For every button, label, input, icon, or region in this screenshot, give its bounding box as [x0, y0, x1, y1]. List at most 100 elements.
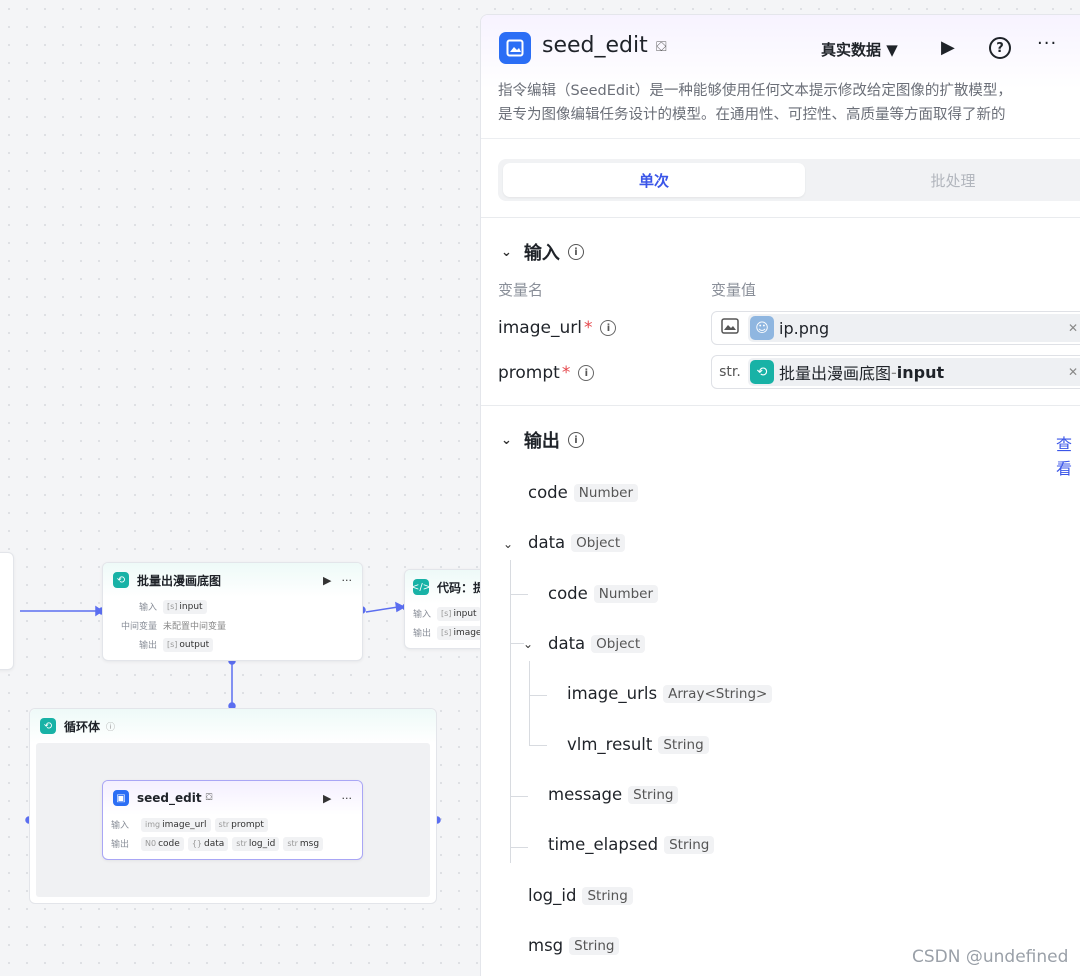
view-output-link[interactable]: 查看	[1056, 435, 1073, 478]
node-title: seed_edit	[137, 791, 202, 805]
type-tag: String	[582, 886, 633, 905]
var-name-prompt: prompt* i	[498, 363, 595, 383]
watermark: CSDN @undefined	[912, 947, 1069, 967]
info-icon[interactable]: i	[578, 365, 595, 381]
var-tag: {}data	[187, 836, 229, 851]
row-label: 输出	[138, 641, 157, 651]
tree-guide-line	[529, 695, 547, 696]
chevron-down-icon[interactable]: ⌄	[523, 637, 534, 651]
panel-description: 指令编辑（SeedEdit）是一种能够使用任何文本提示修改给定图像的扩散模型， …	[498, 79, 1080, 127]
code-icon: </>	[411, 579, 431, 595]
type-tag: Number	[573, 483, 639, 502]
col-header-value: 变量值	[711, 281, 757, 299]
type-tag: String	[628, 785, 679, 804]
loop-icon: ⟲	[113, 572, 129, 588]
panel-title: seed_edit	[542, 33, 648, 58]
help-icon[interactable]: ?	[989, 37, 1011, 59]
image-file-name: ip.png	[779, 318, 830, 338]
description-line: 指令编辑（SeedEdit）是一种能够使用任何文本提示修改给定图像的扩散模型，	[498, 83, 1012, 99]
loop-title: 循环体	[64, 719, 101, 734]
tree-guide-line	[510, 643, 524, 644]
string-type-label: str.	[719, 364, 741, 380]
data-mode-select[interactable]: 真实数据 ▼	[821, 41, 898, 59]
plugin-badge-icon: ⛋	[656, 39, 667, 55]
image-thumbnail-icon: ☺	[750, 316, 774, 340]
run-icon[interactable]: ▶	[941, 37, 955, 58]
var-tag: [s]output	[163, 637, 214, 652]
more-icon[interactable]: ···	[341, 791, 353, 805]
type-tag: String	[658, 735, 709, 754]
ref-field-name: input	[896, 362, 945, 382]
row-text: 未配置中间变量	[163, 622, 227, 632]
tree-guide-line	[510, 594, 528, 595]
close-icon[interactable]: ✕	[1067, 321, 1078, 335]
close-icon[interactable]: ✕	[1067, 365, 1078, 379]
type-tag: Object	[591, 634, 646, 653]
ref-node-name: 批量出漫画底图	[779, 364, 892, 383]
info-icon[interactable]: i	[567, 432, 584, 448]
output-section-header[interactable]: ⌄ 输出 i	[501, 427, 584, 453]
ref-separator: -	[891, 362, 897, 382]
description-line: 是专为图像编辑任务设计的模型。在通用性、可控性、高质量等方面取得了新的	[498, 107, 1006, 123]
run-icon[interactable]: ▶	[323, 791, 332, 805]
more-icon[interactable]: ···	[1037, 33, 1058, 54]
tree-guide-line	[529, 661, 530, 745]
tab-batch[interactable]: 批处理	[930, 171, 976, 190]
type-tag: Object	[571, 533, 626, 552]
chevron-down-icon[interactable]: ⌄	[501, 432, 512, 448]
info-icon[interactable]: i	[600, 320, 617, 336]
tree-guide-line	[510, 560, 511, 863]
tree-guide-line	[510, 847, 528, 848]
info-icon[interactable]: i	[567, 244, 584, 260]
image-icon: ▣	[113, 790, 129, 806]
run-mode-tabs: 单次 批处理	[498, 159, 1080, 201]
loop-icon: ⟲	[40, 718, 56, 734]
node-title: 批量出漫画底图	[137, 573, 222, 588]
tree-guide-line	[529, 745, 547, 746]
type-tag: Array<String>	[663, 684, 773, 703]
chevron-down-icon[interactable]: ⌄	[501, 244, 512, 260]
input-section-header[interactable]: ⌄ 输入 i	[501, 239, 584, 265]
edge-arrow	[395, 601, 406, 613]
chevron-down-icon[interactable]: ⌄	[503, 537, 514, 551]
row-label: 输出	[111, 840, 130, 850]
node-batch-comic[interactable]: ⟲ 批量出漫画底图 ▶··· 输入 [s]input 中间变量 未配置中间变量 …	[102, 562, 363, 661]
info-icon: ⓘ	[106, 722, 116, 733]
more-icon[interactable]: ···	[341, 573, 353, 587]
divider	[481, 217, 1080, 218]
partial-node-left[interactable]	[0, 552, 14, 670]
var-tag: [s]image_	[437, 625, 490, 640]
col-header-name: 变量名	[498, 281, 544, 299]
image-url-value-field[interactable]: ☺ ip.png ✕	[711, 311, 1080, 345]
type-tag: String	[569, 936, 620, 955]
var-label: image_url	[498, 318, 582, 338]
prompt-value-field[interactable]: str. ⟲ 批量出漫画底图 - input ✕	[711, 355, 1080, 389]
row-label: 中间变量	[120, 622, 157, 632]
plugin-badge-icon: ⛋	[205, 793, 213, 803]
type-tag: Number	[593, 584, 659, 603]
panel-header: seed_edit ⛋ 真实数据 ▼ ▶ ? ··· 指令编辑（SeedEdit…	[481, 15, 1080, 139]
row-label: 输入	[413, 610, 432, 620]
row-label: 输入	[111, 821, 130, 831]
image-icon	[499, 32, 531, 64]
image-chip[interactable]: ☺ ip.png	[748, 314, 1080, 342]
edge-batch-code	[365, 606, 399, 613]
var-tag: [s]input	[437, 606, 481, 621]
tree-guide-line	[510, 796, 528, 797]
run-icon[interactable]: ▶	[323, 573, 332, 587]
image-type-icon	[716, 318, 744, 338]
row-label: 输入	[138, 603, 157, 613]
tab-single[interactable]: 单次	[503, 163, 805, 197]
row-label: 输出	[413, 629, 432, 639]
reference-chip[interactable]: ⟲ 批量出漫画底图 - input	[748, 358, 1080, 386]
